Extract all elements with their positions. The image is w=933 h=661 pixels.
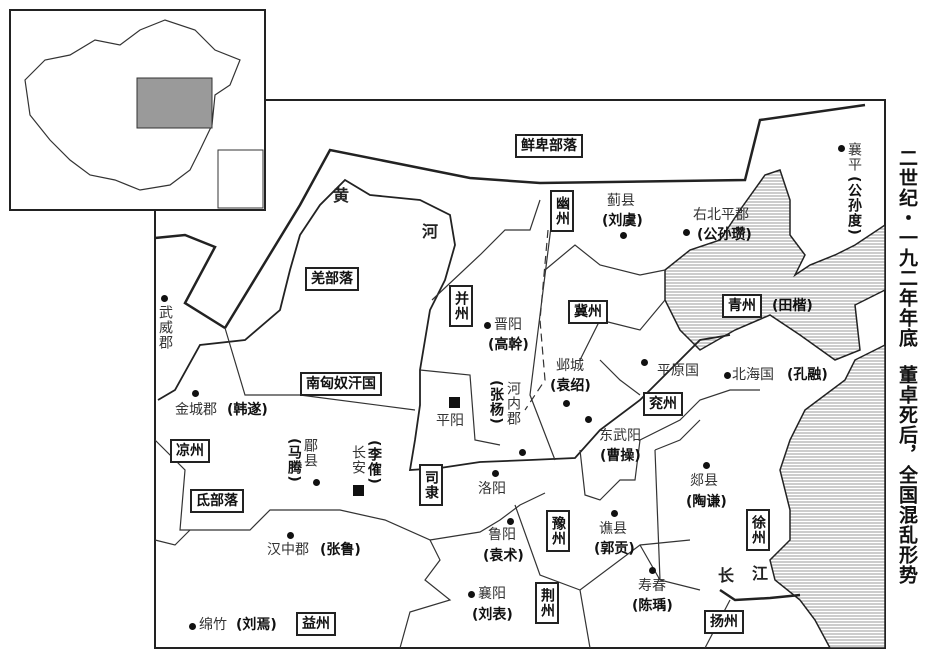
city-shouchun: 寿春 <box>638 578 666 594</box>
city-marker <box>313 479 320 486</box>
qingzhou-ruler: (田楷) <box>772 298 813 314</box>
ruler-meixian: (马腾) <box>286 438 302 483</box>
ruler-henei: (张杨) <box>488 380 504 425</box>
inset-highlight-region <box>136 77 213 129</box>
city-youbeiping: 右北平郡 <box>693 207 749 223</box>
sea-area <box>664 169 886 649</box>
dashed-border <box>524 229 549 411</box>
city-qiaoxian: 谯县 <box>599 521 627 537</box>
river-char-chang: 长 <box>718 566 735 585</box>
province-jingzhou: 荆州 <box>535 582 559 624</box>
city-tanxian: 郯县 <box>690 473 718 489</box>
city-meixian: 郿县 <box>302 438 318 468</box>
province-bingzhou: 并州 <box>449 285 473 327</box>
province-youzhou: 幽州 <box>550 190 574 232</box>
ruler-shouchun: (陈瑀) <box>632 598 673 614</box>
yangtze-river <box>719 588 801 602</box>
city-marker <box>192 390 199 397</box>
province-sili: 司隶 <box>419 464 443 506</box>
city-jinyang: 晋阳 <box>494 317 522 333</box>
city-xiangyang: 襄阳 <box>478 586 506 602</box>
ruler-mianzhu: (刘焉) <box>236 617 277 633</box>
western-border <box>154 233 226 330</box>
ruler-yecheng: (袁绍) <box>550 378 591 394</box>
city-pingyang: 平阳 <box>436 413 464 429</box>
city-beihai: 北海国 <box>732 367 774 383</box>
province-yanzhou: 兖州 <box>643 392 683 416</box>
ruler-jinyang: (高幹) <box>488 337 529 353</box>
river-char-he: 河 <box>422 222 439 241</box>
province-yuzhou: 豫州 <box>546 510 570 552</box>
city-wuwei: 武威郡 <box>157 305 173 350</box>
city-marker <box>641 359 648 366</box>
city-henei: 河内郡 <box>505 381 521 426</box>
river-char-huang: 黄 <box>333 186 350 205</box>
label-di: 氐部落 <box>190 489 244 513</box>
province-borders <box>154 194 760 649</box>
province-yizhou: 益州 <box>296 612 336 636</box>
city-yecheng: 邺城 <box>556 358 584 374</box>
city-changan: 长安 <box>350 445 366 475</box>
map-title-line2: 董卓死后，全国混乱形势 <box>896 365 918 585</box>
ruler-youbeiping: (公孙瓒) <box>697 227 752 243</box>
city-marker <box>620 232 627 239</box>
ruler-xiangyang: (刘表) <box>472 607 513 623</box>
ruler-hanzhong: (张鲁) <box>320 542 361 558</box>
province-liangzhou: 凉州 <box>170 439 210 463</box>
capital-marker <box>449 397 460 408</box>
ruler-dongwuyang: (曹操) <box>600 448 641 464</box>
city-marker <box>585 416 592 423</box>
city-marker <box>703 462 710 469</box>
city-marker <box>189 623 196 630</box>
capital-marker <box>353 485 364 496</box>
city-marker <box>519 449 526 456</box>
province-qingzhou: 青州 <box>722 294 762 318</box>
city-luoyang: 洛阳 <box>478 481 506 497</box>
label-nanxiongnu: 南匈奴汗国 <box>300 372 382 396</box>
city-marker <box>468 591 475 598</box>
city-marker <box>683 229 690 236</box>
label-xianbei: 鲜卑部落 <box>515 134 583 158</box>
province-yangzhou: 扬州 <box>704 610 744 634</box>
yellow-river <box>157 178 731 471</box>
city-marker <box>161 295 168 302</box>
ruler-qiaoxian: (郭贡) <box>594 541 635 557</box>
city-jincheng: 金城郡 <box>175 402 217 418</box>
northern-border <box>223 103 866 329</box>
ruler-jixian: (刘虞) <box>602 213 643 229</box>
city-marker <box>724 372 731 379</box>
ruler-xiangping: (公孙度) <box>846 176 862 236</box>
inset-south-sea <box>217 149 264 209</box>
province-jizhou: 冀州 <box>568 300 608 324</box>
ruler-luyang: (袁术) <box>483 548 524 564</box>
ruler-beihai: (孔融) <box>787 367 828 383</box>
city-marker <box>484 322 491 329</box>
inset-china-outline <box>24 19 241 191</box>
city-pingyuan: 平原国 <box>657 363 699 379</box>
city-marker <box>838 145 845 152</box>
city-xiangping: 襄平 <box>846 142 862 172</box>
city-hanzhong: 汉中郡 <box>267 542 309 558</box>
river-char-jiang: 江 <box>752 564 769 583</box>
city-marker <box>563 400 570 407</box>
city-marker <box>649 567 656 574</box>
city-luyang: 鲁阳 <box>488 527 516 543</box>
city-marker <box>287 532 294 539</box>
city-marker <box>611 510 618 517</box>
ruler-tanxian: (陶谦) <box>686 494 727 510</box>
ruler-changan: (李傕) <box>366 440 382 485</box>
city-mianzhu: 绵竹 <box>199 617 227 633</box>
city-marker <box>492 470 499 477</box>
map-title-line1: 二世纪・一九二年年底 <box>896 148 918 348</box>
city-dongwuyang: 东武阳 <box>599 428 641 444</box>
city-jixian: 蓟县 <box>607 193 635 209</box>
label-qiang: 羌部落 <box>305 267 359 291</box>
city-marker <box>507 518 514 525</box>
ruler-jincheng: (韩遂) <box>227 402 268 418</box>
province-xuzhou: 徐州 <box>746 509 770 551</box>
